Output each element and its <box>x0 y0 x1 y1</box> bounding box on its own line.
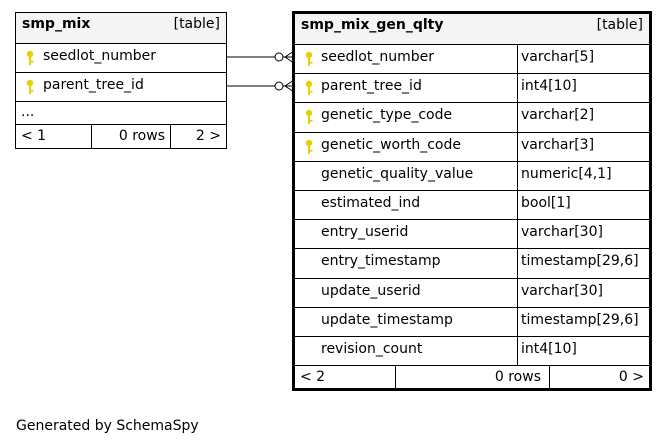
column-type: varchar[2] <box>521 107 595 124</box>
column-name: parent_tree_id <box>43 77 144 93</box>
table-footer: < 2 0 rows 0 > <box>295 366 649 389</box>
more-columns-row: ... <box>16 102 226 125</box>
column-name: update_userid <box>321 282 421 299</box>
column-type: int4[10] <box>521 78 577 95</box>
generated-by-label: Generated by SchemaSpy <box>16 418 199 434</box>
column-row-parent-tree-id[interactable]: parent_tree_id int4[10] <box>295 74 649 104</box>
column-name: genetic_quality_value <box>321 165 474 182</box>
table-name: smp_mix_gen_qlty <box>301 17 444 33</box>
column-name: seedlot_number <box>321 49 434 65</box>
column-type: varchar[30] <box>521 224 603 241</box>
footer-divider <box>170 125 171 148</box>
column-name: seedlot_number <box>43 48 156 64</box>
column-row-estimated-ind[interactable]: estimated_ind bool[1] <box>295 191 649 221</box>
column-name: genetic_worth_code <box>321 136 461 153</box>
column-type: varchar[30] <box>521 282 603 299</box>
key-icon <box>305 110 313 125</box>
children-link[interactable]: 0 > <box>618 369 644 385</box>
column-type: varchar[3] <box>521 136 595 153</box>
column-type: int4[10] <box>521 341 577 357</box>
footer-divider <box>91 125 92 148</box>
relationship-parent-tree-id[interactable] <box>227 79 295 93</box>
table-kind: [table] <box>596 17 643 33</box>
table-footer: < 1 0 rows 2 > <box>16 125 226 148</box>
children-link[interactable]: 2 > <box>195 128 221 144</box>
column-name: entry_timestamp <box>321 253 441 270</box>
column-row-genetic-worth-code[interactable]: genetic_worth_code varchar[3] <box>295 133 649 162</box>
column-row-seedlot-number[interactable]: seedlot_number varchar[5] <box>295 45 649 75</box>
table-smp-mix[interactable]: smp_mix [table] seedlot_number parent_tr… <box>15 12 227 149</box>
type-divider <box>517 45 518 366</box>
ellipsis: ... <box>21 104 35 120</box>
column-type: bool[1] <box>521 195 571 211</box>
parents-link[interactable]: < 1 <box>21 128 47 144</box>
key-icon <box>26 79 34 94</box>
column-name: estimated_ind <box>321 195 421 211</box>
relationship-seedlot-number[interactable] <box>227 50 295 64</box>
table-header: smp_mix_gen_qlty [table] <box>295 14 649 45</box>
column-name: entry_userid <box>321 224 409 241</box>
column-row-update-userid[interactable]: update_userid varchar[30] <box>295 279 649 308</box>
column-row-entry-timestamp[interactable]: entry_timestamp timestamp[29,6] <box>295 249 649 279</box>
column-name: genetic_type_code <box>321 107 453 124</box>
column-name: update_timestamp <box>321 311 453 328</box>
column-row-seedlot-number[interactable]: seedlot_number <box>16 44 226 73</box>
column-type: varchar[5] <box>521 49 595 65</box>
table-kind: [table] <box>173 16 220 32</box>
table-header: smp_mix [table] <box>16 13 226 44</box>
column-name: revision_count <box>321 341 423 357</box>
column-row-update-timestamp[interactable]: update_timestamp timestamp[29,6] <box>295 308 649 337</box>
key-icon <box>26 50 34 65</box>
row-count: 0 rows <box>118 128 165 144</box>
footer-divider <box>395 366 396 389</box>
column-name: parent_tree_id <box>321 78 422 95</box>
column-row-genetic-quality-value[interactable]: genetic_quality_value numeric[4,1] <box>295 162 649 191</box>
footer-divider <box>549 366 550 389</box>
key-icon <box>305 80 313 96</box>
column-row-entry-userid[interactable]: entry_userid varchar[30] <box>295 220 649 250</box>
column-type: numeric[4,1] <box>521 165 612 182</box>
column-type: timestamp[29,6] <box>521 253 639 270</box>
parents-link[interactable]: < 2 <box>300 369 326 385</box>
column-type: timestamp[29,6] <box>521 311 639 328</box>
row-count: 0 rows <box>494 369 541 385</box>
column-row-parent-tree-id[interactable]: parent_tree_id <box>16 73 226 102</box>
key-icon <box>305 51 313 66</box>
table-name: smp_mix <box>22 16 91 32</box>
column-row-revision-count[interactable]: revision_count int4[10] <box>295 337 649 367</box>
column-row-genetic-type-code[interactable]: genetic_type_code varchar[2] <box>295 103 649 133</box>
key-icon <box>305 139 313 154</box>
